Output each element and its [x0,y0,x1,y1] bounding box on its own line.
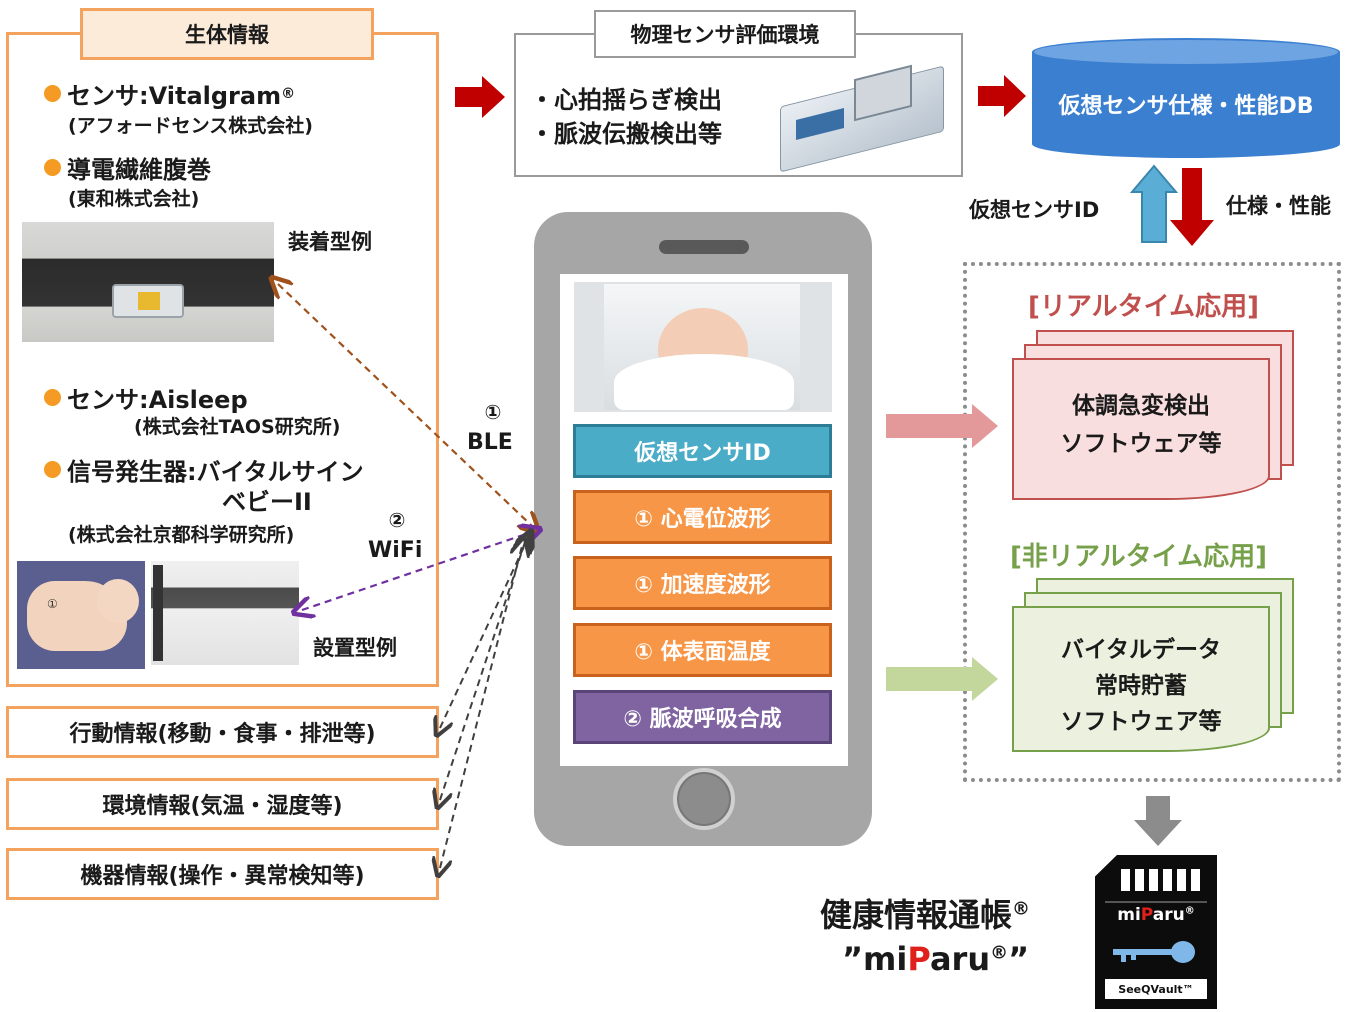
miparu-title-main: 健康情報通帳 [820,896,1013,934]
sensor-db-cylinder: 仮想センサ仕様・性能DB [1032,38,1340,158]
haramaki-label: 導電繊維腹巻 [67,156,211,184]
miparu-name-p: P [907,940,930,978]
bio-info-title: 生体情報 [80,8,374,60]
registered-mark: ® [281,85,296,102]
realtime-doc-stack: 体調急変検出 ソフトウェア等 [1012,330,1302,506]
sd-brand-mi: mi [1117,905,1141,925]
baby-marker-label: ① [47,597,58,611]
aisleep-label: センサ:Aisleep [67,386,248,414]
bullet-icon [44,389,61,406]
sd-card-footer: SeeQVault™ [1105,979,1207,999]
bullet-icon [44,461,61,478]
arrow-down-spec [1170,168,1214,246]
miparu-title: 健康情報通帳® [820,890,1030,936]
sd-card-brand: miParu® [1095,905,1217,925]
bed-sensor-photo [151,561,299,665]
bio-item-haramaki-company: (東和株式会社) [68,188,200,210]
arrow-to-realtime [886,404,998,448]
application-area [963,262,1341,782]
bio-item-aisleep: センサ:Aisleep [44,380,248,415]
miparu-sd-card-icon: miParu® SeeQVault™ [1095,855,1217,1009]
nonrealtime-doc-line-1: バイタルデータ [1060,637,1222,663]
spec-perf-flow-label: 仕様・性能 [1226,194,1331,218]
miparu-name-aru: aru [929,940,991,978]
phone-btn-virtual-sensor-id[interactable]: 仮想センサID [573,424,832,478]
sd-brand-aru: aru [1152,905,1185,925]
baby-photo [574,282,832,412]
phone-btn-ecg[interactable]: ① 心電位波形 [573,490,832,544]
sd-card-contacts [1121,869,1205,891]
ble-connection-line [278,284,532,526]
miparu-name-reg: ® [990,942,1009,964]
device-info-line [440,546,522,868]
db-label: 仮想センサ仕様・性能DB [1058,94,1314,119]
arrow-up-virtual-id [1129,164,1179,243]
miparu-quote-open: ” [842,940,864,978]
nonrealtime-doc-stack: バイタルデータ 常時貯蓄 ソフトウェア等 [1012,578,1302,756]
phone-btn-acceleration[interactable]: ① 加速度波形 [573,556,832,610]
environment-info-line [440,542,525,800]
sd-brand-p: P [1140,905,1153,925]
bio-item-generator-company: (株式会社京都科学研究所) [68,524,295,546]
miparu-name: ”miParu®” [842,940,1029,978]
miparu-title-reg: ® [1012,898,1031,920]
physical-line-1: ・心拍揺らぎ検出 [530,86,722,114]
bullet-icon [44,85,61,102]
wifi-connection-line [302,532,532,610]
info-box-behavior: 行動情報(移動・食事・排泄等) [6,706,439,758]
arrow-bio-to-physical [455,76,505,118]
realtime-doc-line-1: 体調急変検出 [1072,393,1210,419]
behavior-info-line [440,538,528,728]
arrow-to-miparu [1134,796,1182,846]
vitalgram-label: センサ:Vitalgram [67,82,282,110]
miparu-name-mi: mi [863,940,908,978]
miparu-quote-close: ” [1008,940,1030,978]
arrow-to-nonrealtime [886,657,998,701]
nonrealtime-doc-line-3: ソフトウェア等 [1060,709,1222,735]
arrow-physical-to-db [978,75,1026,117]
physical-sensor-title: 物理センサ評価環境 [594,10,856,58]
nonrealtime-doc-line-2: 常時貯蓄 [1095,673,1187,699]
baby-mannequin-photo: ① [17,561,145,669]
virtual-sensor-id-flow-label: 仮想センサID [969,198,1100,222]
wear-example-label: 装着型例 [288,230,372,254]
physical-line-2: ・脈波伝搬検出等 [530,120,722,148]
phone-home-button[interactable] [673,768,735,830]
phone-btn-body-temp[interactable]: ① 体表面温度 [573,623,832,677]
sd-brand-reg: ® [1184,905,1195,917]
bio-item-vitalgram-company: (アフォードセンス株式会社) [68,115,313,137]
bullet-icon [44,159,61,176]
key-icon [1113,941,1199,963]
sensor-device-image [112,284,184,318]
realtime-title: [リアルタイム応用] [1028,292,1259,322]
phone-speaker [659,240,749,254]
nonrealtime-title: [非リアルタイム応用] [1010,542,1267,572]
info-box-environment: 環境情報(気温・湿度等) [6,778,439,830]
install-example-label: 設置型例 [313,636,397,660]
realtime-doc-line-2: ソフトウェア等 [1060,431,1222,457]
phone-btn-pulse-resp[interactable]: ② 脈波呼吸合成 [573,690,832,744]
bio-item-vitalgram: センサ:Vitalgram ® [44,76,295,111]
wearable-belt-photo [22,222,274,342]
bio-item-haramaki: 導電繊維腹巻 [44,150,211,185]
